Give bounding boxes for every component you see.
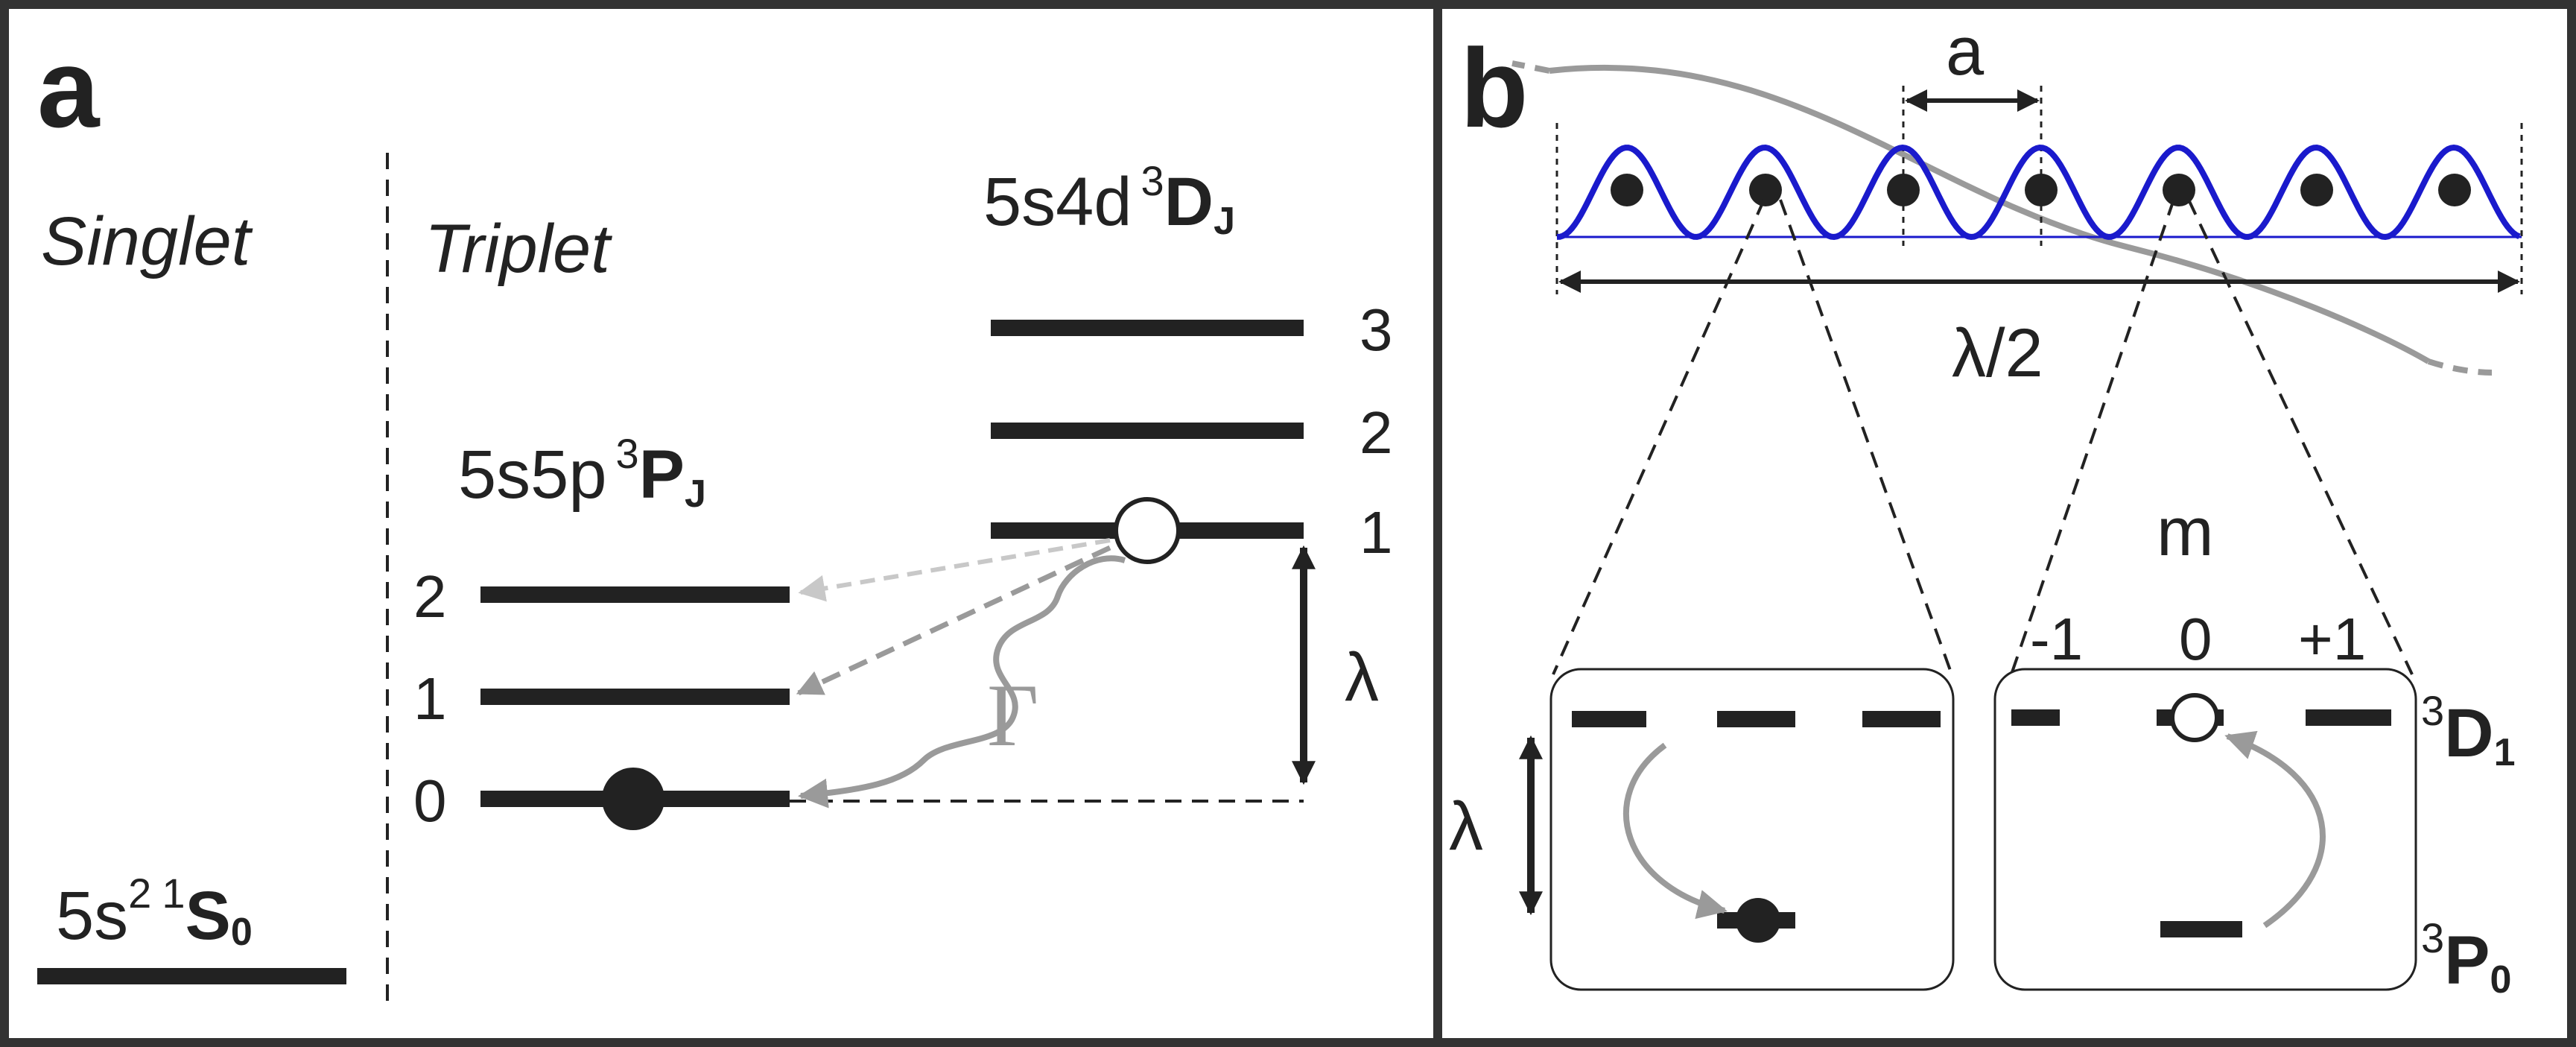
half-wavelength-label: λ/2 <box>1952 315 2043 391</box>
d-level-2-label: 2 <box>1360 399 1393 466</box>
m-label: m <box>2157 494 2214 570</box>
wave-dashed-right <box>2427 358 2493 376</box>
p-level-0-label: 0 <box>413 768 447 834</box>
lattice-atom <box>1749 174 1782 206</box>
lattice-guides <box>1555 86 2523 294</box>
panel-b: b a λ/2 <box>1449 13 2523 1002</box>
panel-a-letter: a <box>37 25 101 151</box>
zoom-box-left <box>1549 668 1955 991</box>
m-value-0: 0 <box>2179 606 2212 672</box>
excite-arrow-right <box>2224 730 2326 929</box>
lambda-label: λ <box>1345 639 1379 715</box>
gamma-label: Γ <box>987 665 1038 765</box>
triplet-label: Triplet <box>425 211 612 287</box>
atom-filled-ground <box>1736 898 1780 943</box>
p-level-2-label: 2 <box>413 563 447 630</box>
lattice-atom <box>1611 174 1643 206</box>
lattice-atom <box>2025 174 2058 206</box>
decay-to-p1 <box>796 545 1111 696</box>
p0-label: 3P0 <box>2421 914 2511 1002</box>
zoom-box-right <box>1993 668 2417 991</box>
lattice-atoms <box>1611 174 2471 206</box>
lattice-atom <box>2163 174 2195 206</box>
decay-arrow-left <box>1623 742 1728 920</box>
p-level-1-label: 1 <box>413 665 447 732</box>
lattice-spacing-label: a <box>1946 13 1985 89</box>
d-level-3-label: 3 <box>1360 297 1393 363</box>
lattice-atom <box>2438 174 2471 206</box>
wave-dashed-left <box>1511 60 1550 74</box>
optical-lattice-wave <box>1556 144 2521 241</box>
long-wavelength-wave <box>1549 65 2431 364</box>
lattice-atom <box>2300 174 2333 206</box>
left-box-levels <box>1572 711 1941 929</box>
lattice-atom <box>1887 174 1920 206</box>
atom-filled <box>602 768 664 830</box>
atom-hollow <box>1114 497 1181 564</box>
d-level-1-label: 1 <box>1360 499 1393 566</box>
wavy-decay-to-p0 <box>798 555 1126 809</box>
zoom-lambda-label: λ <box>1449 788 1483 864</box>
m-value-minus1: -1 <box>2030 606 2083 672</box>
decay-to-p2 <box>798 538 1111 602</box>
m-value-plus1: +1 <box>2298 606 2366 672</box>
zoom-lines <box>1552 199 2414 675</box>
panel-b-letter: b <box>1460 25 1529 151</box>
d1-label: 3D1 <box>2421 687 2516 774</box>
singlet-label: Singlet <box>41 203 253 279</box>
atom-hollow-excited <box>2170 693 2219 742</box>
